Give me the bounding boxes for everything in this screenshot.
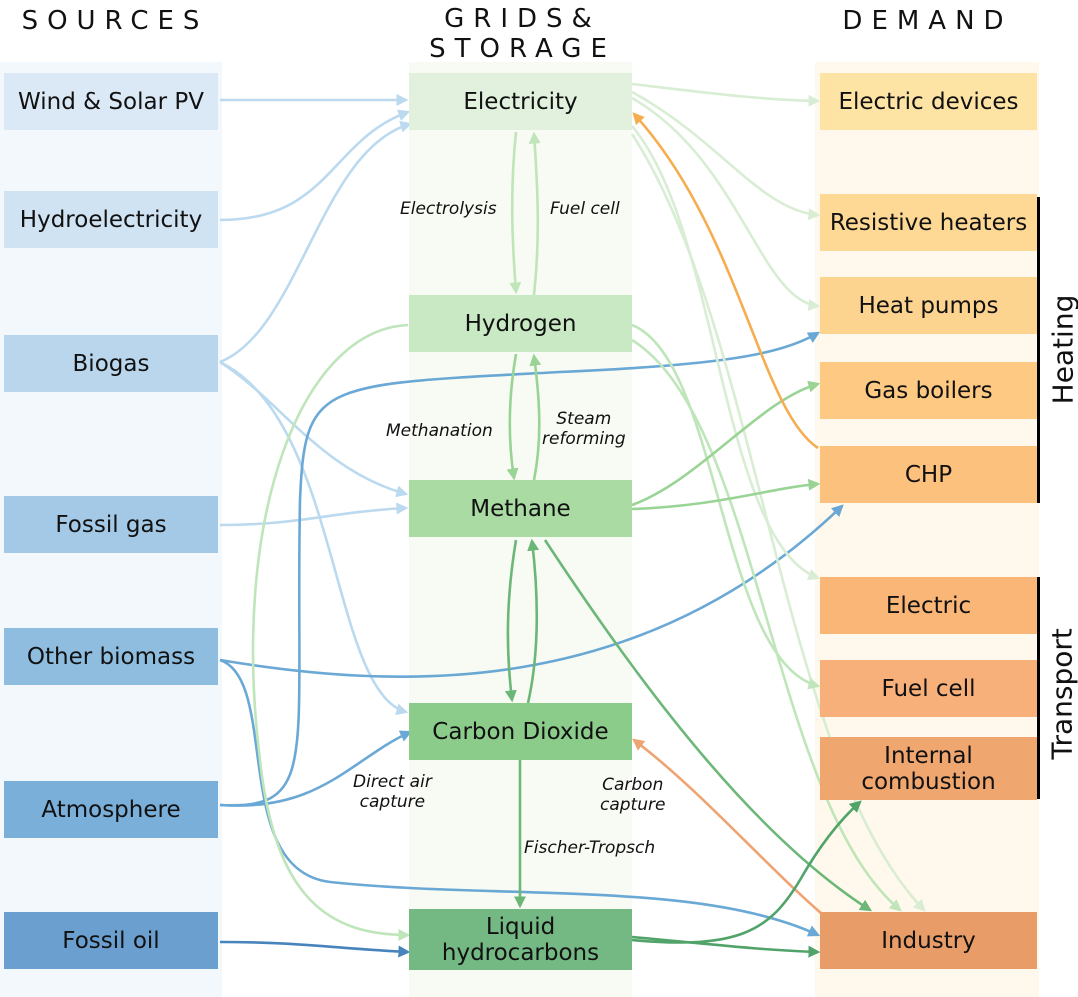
grid-carbon-dioxide: Carbon Dioxide: [409, 703, 632, 760]
flow-hydro-to-electricity: [219, 109, 411, 222]
grid-liquid-hydrocarbons: Liquid hydrocarbons: [409, 909, 632, 970]
source-atmosphere: Atmosphere: [4, 781, 218, 838]
flow-biomass-to-industry: [219, 658, 821, 937]
flow-hydrogen-to-liquid: [251, 323, 411, 941]
heating-label: Heating: [1046, 294, 1078, 405]
flow-biogas-to-electricity: [219, 120, 413, 364]
label-fuel-cell: Fuel cell: [550, 199, 620, 219]
flow-electricity-to-hydrogen: [509, 131, 522, 295]
demand-chp: CHP: [820, 446, 1037, 503]
source-fossil-oil: Fossil oil: [4, 912, 218, 969]
demand-title: DEMAND: [842, 6, 1013, 36]
flow-electricity-to-heatpumps: [631, 96, 821, 311]
flow-biogas-to-co2: [219, 360, 409, 716]
flow-liquid-to-industry: [631, 935, 821, 958]
label-steam-reforming: Steam reforming: [542, 409, 626, 449]
demand-heat-pumps: Heat pumps: [820, 277, 1037, 334]
flow-methane-to-chp: [631, 478, 821, 511]
sources-title: SOURCES: [21, 6, 209, 36]
label-methanation: Methanation: [386, 421, 493, 441]
flow-hydrogen-to-methane: [506, 353, 519, 481]
source-fossil-gas: Fossil gas: [4, 496, 218, 553]
source-other-biomass: Other biomass: [4, 628, 218, 685]
flow-industry-to-co2: [632, 738, 823, 915]
demand-gas-boilers: Gas boilers: [820, 362, 1037, 419]
grids-title: GRIDS& STORAGE: [429, 4, 616, 64]
demand-transport-electric: Electric: [820, 577, 1037, 634]
transport-bracket: [1037, 577, 1040, 799]
flow-hydrogen-to-industry: [631, 338, 902, 912]
heating-bracket: [1037, 197, 1040, 503]
flow-fossilgas-to-methane: [219, 502, 409, 527]
flow-hydrogen-to-fuelcell: [631, 323, 821, 690]
label-fischer-tropsch: Fischer-Tropsch: [524, 838, 656, 858]
label-direct-air-capture: Direct air capture: [353, 772, 432, 812]
flow-methane-to-co2: [504, 539, 518, 703]
demand-internal-combustion: Internal combustion: [820, 737, 1037, 800]
flow-biogas-to-methane: [219, 360, 409, 498]
label-carbon-capture: Carbon capture: [600, 775, 666, 815]
flow-electricity-to-devices: [631, 82, 821, 107]
grid-hydrogen: Hydrogen: [409, 295, 632, 352]
flow-fossiloil-to-liquid: [219, 940, 411, 958]
grid-electricity: Electricity: [409, 73, 632, 130]
flow-liquid-to-combustion: [631, 800, 862, 944]
flow-co2-to-methane: [526, 538, 540, 704]
label-electrolysis: Electrolysis: [400, 199, 497, 219]
grid-methane: Methane: [409, 480, 632, 537]
flow-electricity-to-resistive: [631, 90, 821, 221]
flow-hydrogen-to-electricity: [528, 131, 541, 296]
transport-label: Transport: [1045, 628, 1078, 760]
flow-chp-to-electricity: [632, 112, 819, 450]
demand-resistive-heaters: Resistive heaters: [820, 194, 1037, 251]
source-biogas: Biogas: [4, 335, 218, 392]
source-hydroelectricity: Hydroelectricity: [4, 191, 218, 248]
flow-methane-to-industry: [543, 539, 873, 912]
flow-electricity-to-industry: [630, 133, 926, 912]
demand-industry: Industry: [820, 912, 1037, 969]
flow-atmosphere-to-co2: [219, 730, 413, 807]
demand-transport-fuel-cell: Fuel cell: [820, 660, 1037, 717]
flow-methane-to-boilers: [631, 380, 821, 507]
source-wind-solar: Wind & Solar PV: [4, 73, 218, 130]
demand-electric-devices: Electric devices: [820, 73, 1037, 130]
flow-electricity-to-transport: [631, 125, 821, 581]
flow-methane-to-hydrogen: [529, 353, 542, 481]
